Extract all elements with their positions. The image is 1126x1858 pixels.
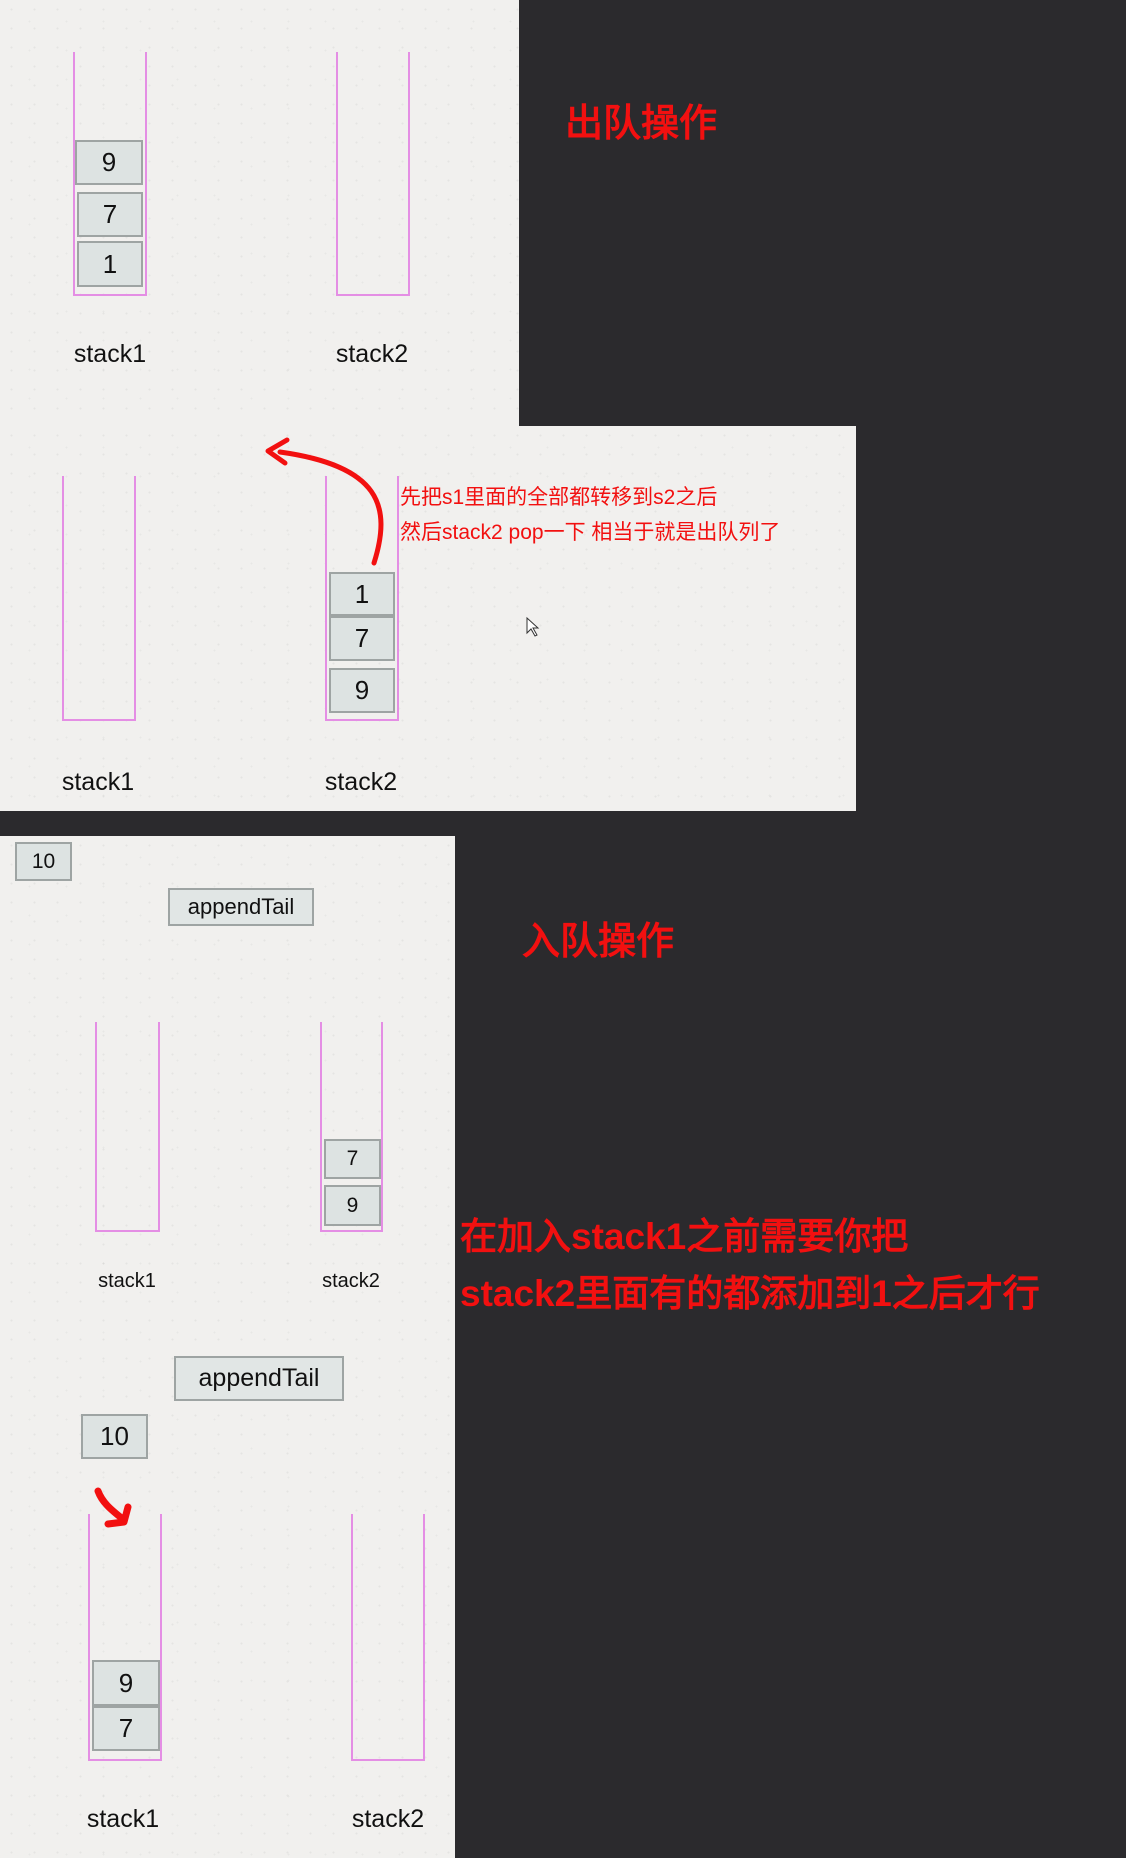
stack1-item: 7 <box>92 1706 160 1751</box>
dequeue-title: 出队操作 <box>565 103 718 145</box>
dequeue-panel-initial: 9 7 1 stack1 stack2 <box>0 0 519 426</box>
stack2-container <box>320 1022 383 1232</box>
new-value-box: 10 <box>15 842 72 881</box>
enqueue-note-line1: 在加入stack1之前需要你把 <box>460 1216 909 1257</box>
enqueue-panel-transferred: appendTail 10 9 7 stack1 stack2 <box>0 1311 455 1858</box>
dequeue-note-line1: 先把s1里面的全部都转移到s2之后 <box>400 486 718 509</box>
append-tail-button[interactable]: appendTail <box>168 888 314 926</box>
stack1-label: stack1 <box>73 340 147 368</box>
stack2-label: stack2 <box>335 340 409 368</box>
append-tail-button[interactable]: appendTail <box>174 1356 344 1401</box>
stack1-container <box>95 1022 160 1232</box>
stack2-label: stack2 <box>322 1270 380 1292</box>
stack2-label: stack2 <box>324 768 398 796</box>
enqueue-panel-initial: 10 appendTail 7 9 stack1 stack2 <box>0 836 455 1311</box>
stack2-item: 9 <box>329 668 395 713</box>
dequeue-panel-transferred: 1 7 9 stack1 stack2 先把s1里面的全部都转移到s2之后 然后… <box>0 426 856 811</box>
enqueue-note-line2: stack2里面有的都添加到1之后才行 <box>460 1273 1040 1314</box>
stack1-item: 9 <box>92 1660 160 1706</box>
dequeue-note-line2: 然后stack2 pop一下 相当于就是出队列了 <box>400 521 781 544</box>
new-value-box: 10 <box>81 1414 148 1459</box>
stack1-container <box>73 52 147 296</box>
stack1-item: 1 <box>77 241 143 287</box>
stack1-container <box>88 1514 162 1761</box>
enqueue-title: 入队操作 <box>522 921 675 963</box>
stack2-item: 1 <box>329 572 395 616</box>
stack1-label: stack1 <box>61 768 135 796</box>
stack2-container <box>336 52 410 296</box>
stack1-label: stack1 <box>98 1270 156 1292</box>
stack1-container <box>62 476 136 721</box>
stack2-container <box>351 1514 425 1761</box>
stack1-item: 7 <box>77 192 143 237</box>
stack2-item: 7 <box>324 1139 381 1179</box>
stack2-label: stack2 <box>351 1805 425 1833</box>
stack2-item: 9 <box>324 1185 381 1226</box>
stack2-item: 7 <box>329 616 395 661</box>
stack2-container <box>325 476 399 721</box>
stack1-item: 9 <box>75 140 143 185</box>
stack1-label: stack1 <box>86 1805 160 1833</box>
